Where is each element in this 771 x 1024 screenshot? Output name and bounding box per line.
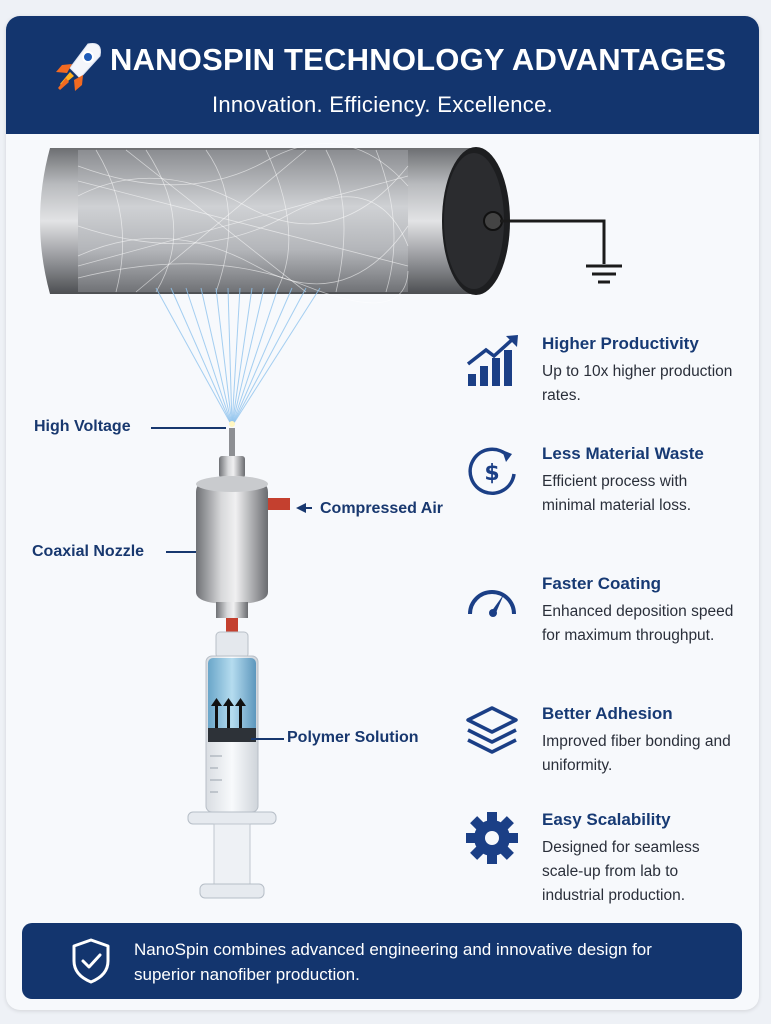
dollar-cycle-icon: $ (468, 447, 516, 495)
flow-arrows (211, 698, 246, 728)
page-title: NANOSPIN TECHNOLOGY ADVANTAGES (110, 42, 727, 77)
feature-title: Faster Coating (542, 574, 662, 593)
coaxial-nozzle-body (196, 428, 290, 634)
footer-banner: NanoSpin combines advanced engineering a… (22, 923, 742, 999)
page-subtitle: Innovation. Efficiency. Excellence. (211, 92, 554, 117)
feature-title: Less Material Waste (542, 444, 704, 463)
feature-title: Better Adhesion (542, 704, 673, 723)
callout-lines (151, 427, 312, 740)
feature-desc: Designed for seamless scale-up from lab … (542, 839, 700, 904)
label-high-voltage: High Voltage (34, 418, 131, 435)
infographic-card: NANOSPIN TECHNOLOGY ADVANTAGES Innovatio… (6, 16, 759, 1010)
svg-text:$: $ (484, 461, 499, 486)
header-banner: NANOSPIN TECHNOLOGY ADVANTAGES Innovatio… (6, 16, 759, 134)
feature-desc: Improved fiber bonding and uniformity. (542, 733, 731, 774)
feature-title: Easy Scalability (542, 810, 671, 829)
feature-desc: Up to 10x higher production rates. (542, 363, 733, 404)
label-polymer-solution: Polymer Solution (287, 729, 419, 746)
label-compressed-air: Compressed Air (320, 500, 443, 517)
shield-check-icon (72, 938, 110, 984)
speedometer-icon (468, 590, 516, 617)
electrospinning-diagram (40, 143, 622, 899)
feature-title: Higher Productivity (542, 334, 699, 353)
ground-symbol (586, 264, 622, 284)
taylor-cone (229, 421, 235, 427)
syringe (187, 631, 277, 899)
fiber-spray (155, 287, 321, 427)
footer-text: NanoSpin combines advanced engineering a… (134, 940, 652, 984)
gear-icon (466, 812, 518, 864)
feature-desc: Efficient process with minimal material … (542, 473, 692, 514)
feature-desc: Enhanced deposition speed for maximum th… (542, 603, 734, 644)
rocket-icon (56, 43, 101, 91)
layers-icon (466, 706, 518, 754)
fiber-mesh (77, 143, 409, 304)
label-coaxial-nozzle: Coaxial Nozzle (32, 543, 145, 560)
drum-collector (40, 143, 622, 304)
growth-chart-icon (466, 335, 518, 386)
